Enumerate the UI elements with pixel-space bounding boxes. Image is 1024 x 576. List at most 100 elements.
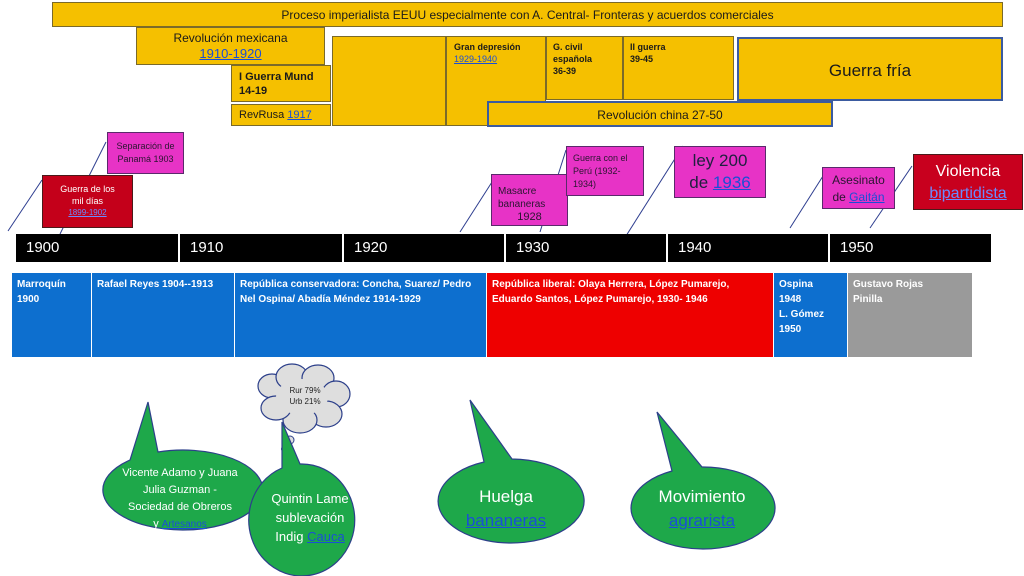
gaitan-line1: Asesinato: [832, 173, 885, 187]
gaitan-name-link[interactable]: Gaitán: [849, 190, 885, 204]
ley200-line2: de 1936: [675, 172, 765, 194]
mil-dias-line1: Guerra de los: [60, 184, 115, 194]
period-liberal: República liberal: Olaya Herrera, López …: [487, 273, 774, 357]
rev-rusa-box: RevRusa 1917: [231, 104, 331, 126]
top-banner-text: Proceso imperialista EEUU especialmente …: [281, 8, 774, 22]
period-liberal-text: República liberal: Olaya Herrera, López …: [492, 279, 730, 305]
period-ospina-line2: 1948: [779, 294, 802, 305]
bubble-quintin-text: Quintin Lame sublevación Indig Cauca: [250, 489, 370, 546]
bubble-adamo-line4: y Artesanos: [105, 516, 255, 533]
rev-china-title: Revolución china 27-50: [597, 108, 723, 122]
rev-china-box: Revolución china 27-50: [487, 101, 833, 127]
bubble-agrario-link[interactable]: agrarista: [668, 511, 736, 530]
decade-1940: 1940: [668, 234, 830, 262]
rev-mexicana-years-link[interactable]: 1910-1920: [199, 46, 262, 61]
ley200-box: ley 200 de 1936: [674, 146, 766, 198]
gaitan-prefix: de: [832, 190, 850, 204]
bubble-adamo-line3: Sociedad de Obreros: [128, 501, 232, 513]
period-rojas-line1: Gustavo Rojas: [853, 279, 924, 290]
guerra-mundial-2-box: II guerra 39-45: [623, 36, 734, 100]
ley200-prefix: de: [689, 173, 713, 192]
period-marroquin-line2: 1900: [17, 294, 40, 305]
period-marroquin-line1: Marroquín: [17, 279, 66, 290]
period-reyes: Rafael Reyes 1904--1913: [92, 273, 235, 357]
decade-1920: 1920: [344, 234, 506, 262]
guerra-civil-line1: G. civil: [553, 42, 583, 52]
guerra-peru-box: Guerra con el Perú (1932- 1934): [566, 146, 644, 196]
mil-dias-box: Guerra de los mil días 1899-1902: [42, 175, 133, 228]
cloud-shape: [257, 363, 351, 434]
bubble-adamo-text: Vicente Adamo y Juana Julia Guzman - Soc…: [105, 465, 255, 533]
decade-1900: 1900: [16, 234, 180, 262]
cloud-line1: Rur 79%: [289, 386, 321, 395]
masacre-line2: bananeras: [498, 199, 546, 210]
bubble-adamo-line2: Julia Guzman -: [143, 484, 217, 496]
guerra-civil-box: G. civil española 36-39: [546, 36, 623, 100]
guerra-mundial-1-years: 14-19: [239, 85, 268, 97]
bubble-quintin-shape: [248, 421, 356, 576]
gran-depresion-title: Gran depresión: [454, 42, 521, 52]
bubble-quintin-line1: Quintin Lame: [271, 491, 349, 506]
guerra-fria-box: Guerra fría: [737, 37, 1003, 101]
rev-rusa-title: RevRusa: [239, 109, 285, 121]
bubble-huelga-link[interactable]: bananeras: [465, 511, 547, 530]
period-reyes-text: Rafael Reyes 1904--1913: [97, 279, 214, 290]
cloud-line2: Urb 21%: [289, 397, 321, 406]
guerra-civil-line2: española: [553, 54, 593, 64]
bubble-quintin-line3: Indig Cauca: [250, 527, 370, 546]
gran-depresion-years-link[interactable]: 1929-1940: [454, 54, 498, 64]
decade-1950: 1950: [830, 234, 991, 262]
top-banner: Proceso imperialista EEUU especialmente …: [52, 2, 1003, 27]
guerra-peru-line1: Guerra con el: [573, 153, 628, 163]
guerra-civil-line3: 36-39: [553, 66, 577, 76]
masacre-box: Masacre bananeras 1928: [491, 174, 568, 226]
period-rojas-line2: Pinilla: [853, 294, 883, 305]
mil-dias-line2: mil días: [71, 196, 103, 206]
bubble-adamo-prefix: y: [153, 518, 162, 530]
bubble-quintin-link[interactable]: Cauca: [307, 529, 345, 544]
violencia-line1: Violencia: [935, 163, 1001, 180]
masacre-line3: 1928: [517, 211, 542, 223]
gaitan-box: Asesinato de Gaitán: [822, 167, 895, 209]
period-ospina-line1: Ospina: [779, 279, 813, 290]
bubble-quintin-prefix: Indig: [275, 529, 308, 544]
period-ospina-line3: L. Gómez: [779, 309, 825, 320]
decade-1930: 1930: [506, 234, 668, 262]
gaitan-line2: de Gaitán: [823, 189, 894, 206]
ley200-year-link[interactable]: 1936: [712, 173, 751, 192]
separacion-panama-line1: Separación de: [116, 141, 175, 151]
rev-mexicana-box: Revolución mexicana 1910-1920: [136, 27, 325, 65]
bubble-quintin-line2: sublevación: [275, 510, 345, 525]
guerra-mundial-2-line2: 39-45: [630, 54, 654, 64]
mil-dias-years-link[interactable]: 1899-1902: [68, 208, 107, 217]
guerra-mundial-2-line1: II guerra: [630, 42, 666, 52]
bubble-adamo-line1: Vicente Adamo y Juana: [122, 467, 238, 479]
guerra-peru-line2: Perú (1932-: [573, 166, 621, 176]
bubble-adamo-shape: [102, 401, 264, 531]
bubble-huelga-text: Huelga bananeras: [436, 485, 576, 533]
separacion-panama-box: Separación de Panamá 1903: [107, 132, 184, 174]
separacion-panama-line2: Panamá 1903: [117, 154, 174, 164]
bubble-agrario-text: Movimiento agrarista: [624, 485, 780, 533]
period-rojas: Gustavo Rojas Pinilla: [848, 273, 972, 357]
period-marroquin: Marroquín 1900: [12, 273, 92, 357]
decade-1910: 1910: [180, 234, 344, 262]
period-conservadora: República conservadora: Concha, Suarez/ …: [235, 273, 487, 357]
period-ospina: Ospina 1948 L. Gómez 1950: [774, 273, 848, 357]
bubble-agrario-line1: Movimiento: [658, 487, 746, 506]
bubble-huelga-shape: [437, 399, 585, 544]
bubble-agrario-shape: [630, 411, 776, 550]
rev-rusa-year-link[interactable]: 1917: [287, 109, 312, 121]
period-ospina-line4: 1950: [779, 324, 802, 335]
rev-mexicana-title: Revolución mexicana: [173, 31, 288, 45]
bubble-huelga-line1: Huelga: [479, 487, 533, 506]
cloud-text: Rur 79% Urb 21%: [270, 385, 340, 415]
bubble-adamo-link[interactable]: Artesanos: [161, 519, 207, 530]
guerra-mundial-1-title: I Guerra Mund: [239, 71, 314, 83]
violencia-line2-link[interactable]: bipartidista: [929, 185, 1007, 202]
period-block-1920s: [332, 36, 446, 126]
period-conservadora-text: República conservadora: Concha, Suarez/ …: [240, 279, 472, 305]
ley200-line1: ley 200: [692, 151, 748, 170]
guerra-fria-title: Guerra fría: [828, 61, 912, 80]
